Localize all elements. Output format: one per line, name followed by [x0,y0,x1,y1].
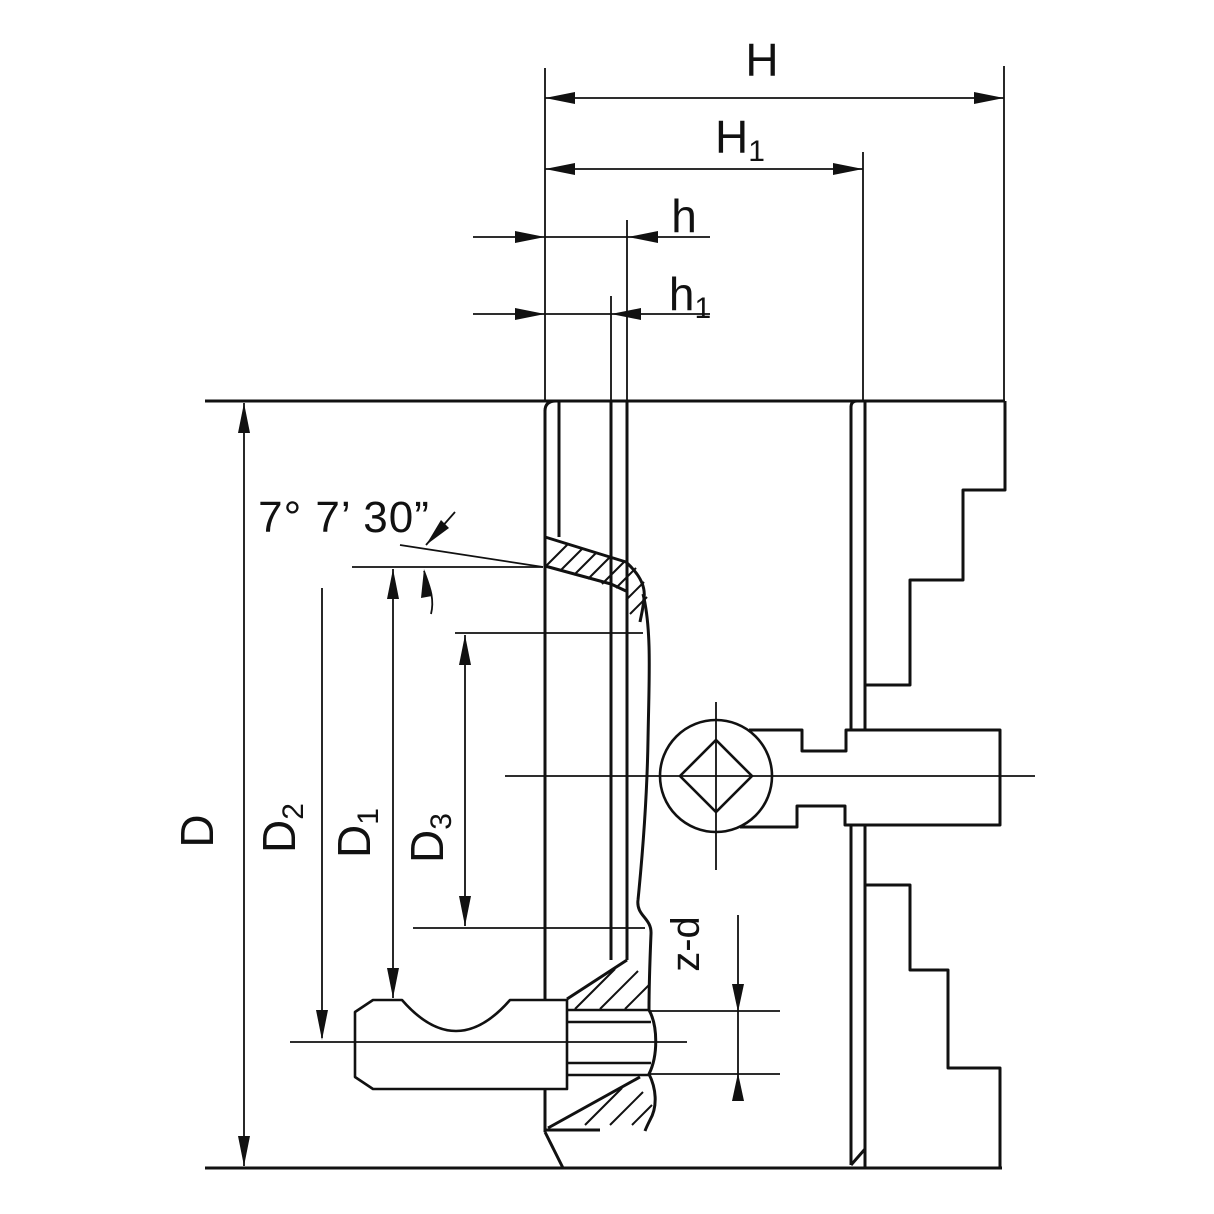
jaw-boss [740,728,1002,829]
arrow-h-right [628,231,658,243]
ref-line-angle [399,544,544,568]
hatch-band-2 [559,548,583,572]
countersink-diagonal [566,958,628,1001]
arrow-D-up [238,403,250,433]
recess-diagonal-lower [547,1075,641,1130]
hatch-upper-1 [574,968,616,1010]
arrow-h1-left [515,308,545,320]
arrow-angle-upper [426,520,449,545]
arrow-H-left [545,92,575,104]
label-h: h [671,190,697,242]
bottom-jaw [865,883,1002,1168]
arrow-D2-down [316,1010,328,1040]
arrowheads [238,92,1004,1166]
hatch-upper-3 [624,984,650,1010]
hatch-band-6 [615,567,637,589]
label-angle: 7° 7’ 30” [258,493,430,542]
label-D2: D2 [253,803,310,853]
label-zd: z-d [664,916,708,972]
arrow-D-down [238,1136,250,1166]
body-back-chamfer [543,1131,565,1169]
arrow-D3-down [459,896,471,926]
label-H1: H1 [715,111,765,168]
hatch-band-5 [601,561,625,585]
top-jaw [865,401,1007,687]
dimension-lines [243,66,1035,1166]
pinion-circle [658,718,774,834]
label-h1: h1 [669,268,711,325]
pinion [658,718,774,834]
hatch-band-7 [625,581,645,601]
hatch-upper-2 [599,970,639,1010]
cam-key-and-stud [353,998,651,1091]
hatch-lower-3 [631,1104,653,1126]
labels: H H1 h h1 D D2 D1 D3 z-d 7° 7’ 30” [171,34,779,972]
body-outline [205,399,1007,1170]
arrow-h1-right [611,308,641,320]
label-D1: D1 [328,808,385,858]
taper-band-bottom [544,564,627,593]
hatch-band-8 [629,596,648,615]
cam-key-outline [353,998,569,1091]
arrow-h-left [515,231,545,243]
arrow-zd-bot [732,1073,744,1101]
pinion-square-socket [678,738,754,814]
arrow-H1-right [833,163,863,175]
hatch-band-3 [573,552,597,576]
body-back-corner [543,399,557,412]
arrow-D1-up [387,569,399,599]
hatch-lower-1 [584,1087,623,1126]
hatch-band-4 [587,556,611,580]
label-H: H [745,34,778,86]
front-face-bottom-chamfer [849,1148,867,1166]
arrow-angle-lower [421,569,432,598]
arrow-zd-top [732,984,744,1012]
label-D3: D3 [401,813,458,863]
break-line-wavy [636,593,658,1132]
arrow-H1-left [545,163,575,175]
arrow-D1-down [387,968,399,998]
hatch-band-1 [545,543,569,567]
label-D: D [171,814,223,847]
arrow-H-right [974,92,1004,104]
hatch-lower-2 [609,1091,644,1126]
arrow-D3-up [459,635,471,665]
section-hatching [545,543,653,1126]
